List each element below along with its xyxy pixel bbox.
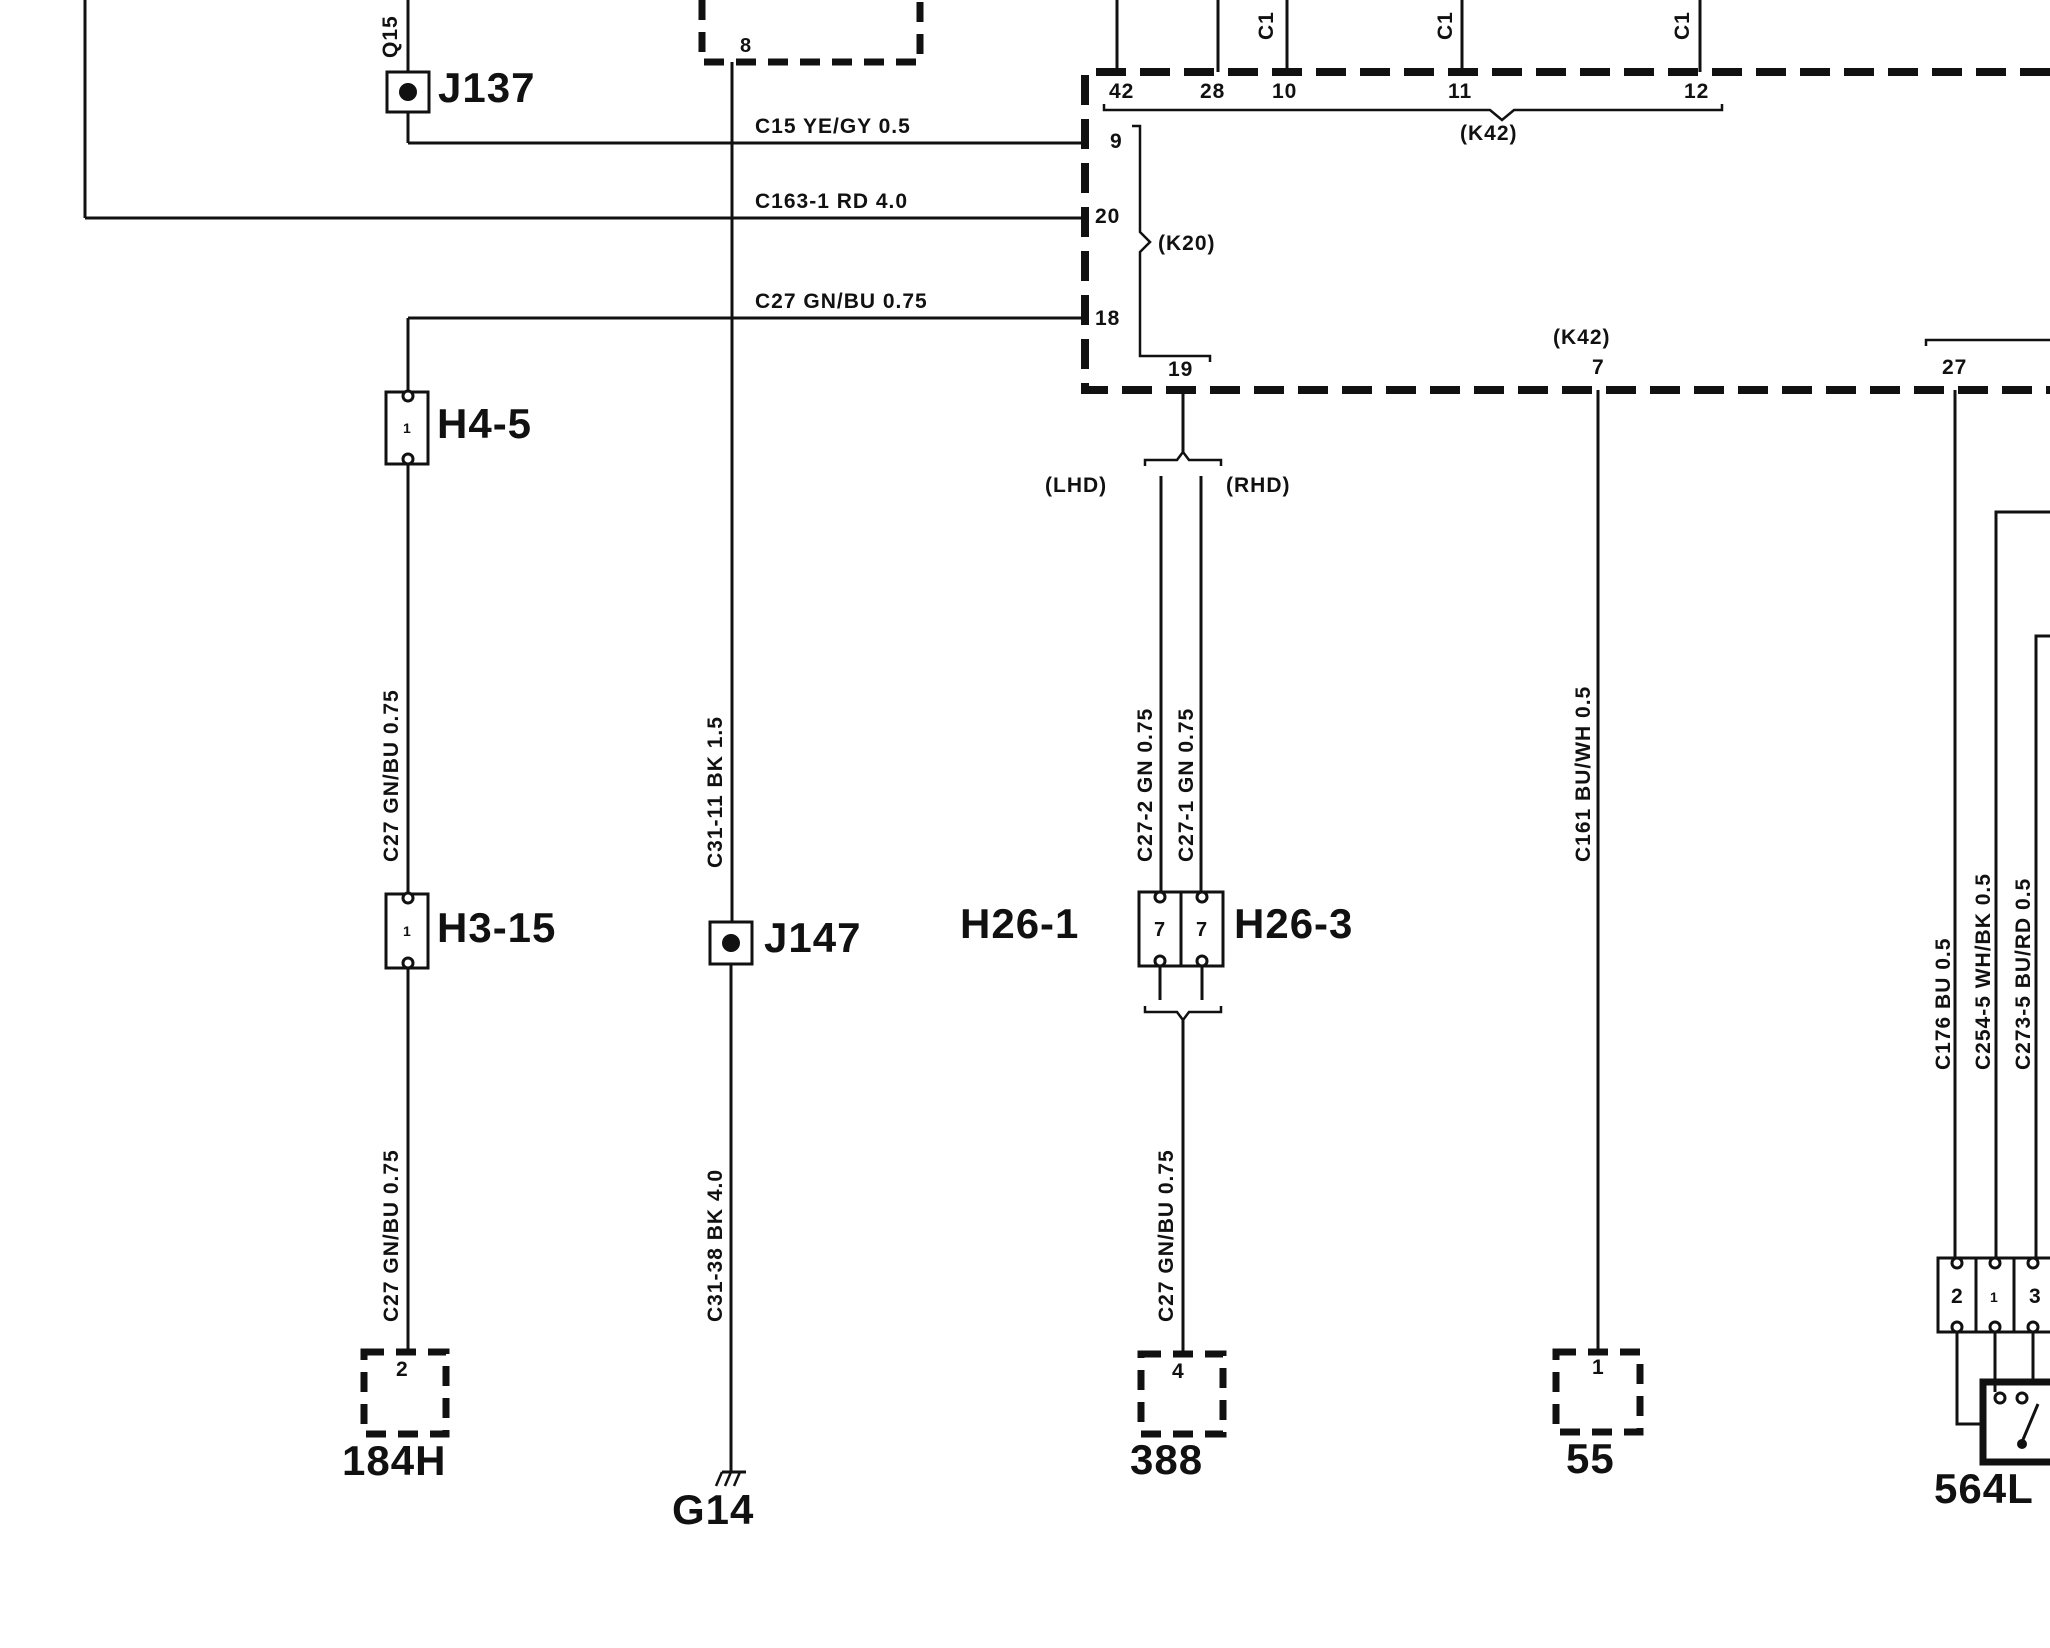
wire-label-c31-11: C31-11 BK 1.5 (704, 716, 727, 868)
group-k20: (K20) (1158, 232, 1216, 255)
wire-label-c1a: C1 (1255, 11, 1278, 40)
wire-label-c163-1: C163-1 RD 4.0 (755, 190, 908, 213)
switch-icon (1979, 1378, 2050, 1466)
splice-label-j137: J137 (438, 64, 535, 111)
splice-j137: Q15 J137 (379, 0, 535, 114)
component-55-pin: 1 (1592, 1356, 1605, 1379)
h315-pin: 1 (403, 923, 411, 939)
wire-label-c27-2: C27-2 GN 0.75 (1134, 708, 1157, 862)
wire-label-c254-5: C254-5 WH/BK 0.5 (1972, 873, 1995, 1070)
h26-3-pin: 7 (1196, 919, 1207, 941)
wire-label-c15: C15 YE/GY 0.5 (755, 115, 911, 138)
pin-12: 12 (1684, 80, 1709, 103)
column-g14: C31-11 BK 1.5 J147 C31-38 BK 4.0 G14 (672, 62, 861, 1533)
h26-1-pin: 7 (1154, 919, 1165, 941)
connector-label-h26-1: H26-1 (960, 900, 1079, 947)
wire-label-c31-38: C31-38 BK 4.0 (704, 1169, 727, 1322)
pin-27: 27 (1942, 356, 1967, 379)
ground-icon (714, 1470, 746, 1487)
component-label-388: 388 (1130, 1436, 1203, 1483)
connector-label-h26-3: H26-3 (1234, 900, 1353, 947)
column-55: (K42) 7 C161 BU/WH 0.5 1 55 (1552, 326, 1644, 1482)
group-k42-mid: (K42) (1553, 326, 1611, 349)
group-k42-top: (K42) (1460, 122, 1518, 145)
wire-label-c27-1: C27-1 GN 0.75 (1175, 708, 1198, 862)
pin-8: 8 (740, 35, 751, 57)
pin-20: 20 (1095, 205, 1120, 228)
wire-label-c273-5: C273-5 BU/RD 0.5 (2012, 878, 2035, 1070)
component-label-184h: 184H (342, 1437, 446, 1484)
module-side-pins: 9 20 18 (K20) 19 (1095, 124, 1216, 381)
component-388-pin: 4 (1172, 1360, 1185, 1383)
wire-c27-top: C27 GN/BU 0.75 (406, 290, 1085, 392)
wire-label-c176: C176 BU 0.5 (1932, 938, 1955, 1070)
group-lhd: (LHD) (1045, 474, 1107, 497)
component-184h-pin: 2 (396, 1358, 409, 1381)
splice-label-j147: J147 (764, 914, 861, 961)
wire-label-h315-184h: C27 GN/BU 0.75 (380, 1149, 403, 1322)
wire-label-c1c: C1 (1671, 11, 1694, 40)
top-module-stub: 8 (698, 0, 924, 66)
control-module-outline (1081, 68, 2050, 394)
component-label-564l: 564L (1934, 1465, 2034, 1512)
column-388: (LHD) (RHD) C27-2 GN 0.75 C27-1 GN 0.75 … (960, 392, 1353, 1483)
wire-label-c27: C27 GN/BU 0.75 (755, 290, 928, 313)
splice-dot-icon (399, 83, 417, 101)
pin-18: 18 (1095, 307, 1120, 330)
connector-label-h3-15: H3-15 (437, 904, 556, 951)
pin-19: 19 (1168, 358, 1193, 381)
pin-11: 11 (1448, 80, 1472, 103)
r564-pin-2: 2 (1951, 1285, 1964, 1308)
wire-c15: C15 YE/GY 0.5 (406, 112, 1085, 145)
pin-42: 42 (1109, 80, 1134, 103)
module-top-pins: 42 28 10 11 12 (K42) C1 C1 C1 (1102, 0, 1724, 145)
wire-c163-1: C163-1 RD 4.0 (83, 0, 1085, 220)
pin-10: 10 (1272, 80, 1297, 103)
group-rhd: (RHD) (1226, 474, 1290, 497)
column-184h: 1 H4-5 C27 GN/BU 0.75 1 H3-15 C27 GN/BU … (342, 389, 556, 1484)
pin-9: 9 (1110, 130, 1123, 153)
h45-pin: 1 (403, 420, 411, 436)
connector-label-h4-5: H4-5 (437, 400, 532, 447)
r564-pin-3: 3 (2029, 1285, 2042, 1308)
wire-label-c161: C161 BU/WH 0.5 (1572, 686, 1595, 862)
pin-28: 28 (1200, 80, 1225, 103)
wire-label-c27-388: C27 GN/BU 0.75 (1155, 1149, 1178, 1322)
column-564l: 27 C176 BU 0.5 C254-5 WH/BK 0.5 C273-5 B… (1924, 338, 2050, 1512)
pin-7: 7 (1592, 356, 1605, 379)
wire-label-h45-h315: C27 GN/BU 0.75 (380, 689, 403, 862)
r564-pin-1: 1 (1990, 1289, 1998, 1305)
wire-label-c1b: C1 (1434, 11, 1457, 40)
splice-dot-icon (722, 934, 740, 952)
wire-label-q15: Q15 (379, 15, 402, 58)
component-label-g14: G14 (672, 1486, 754, 1533)
component-label-55: 55 (1566, 1435, 1615, 1482)
